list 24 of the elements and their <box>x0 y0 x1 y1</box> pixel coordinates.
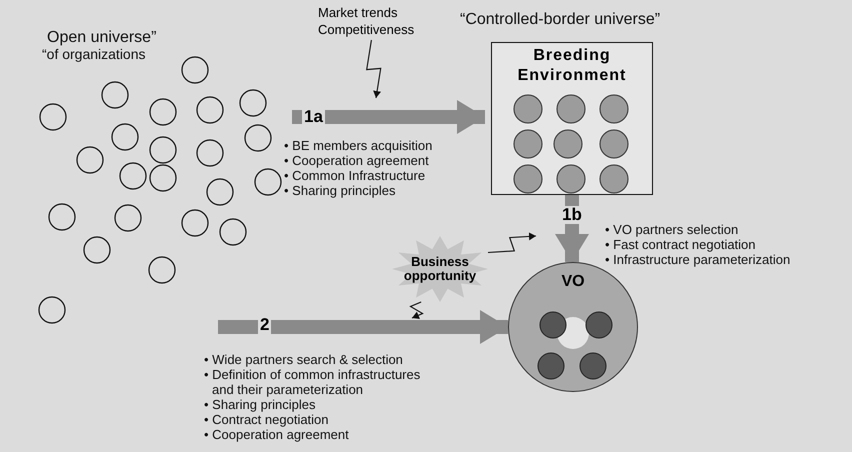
bullet-item: • Cooperation agreement <box>284 153 429 168</box>
bullet-item: • Definition of common infrastructures and their parameterization <box>204 367 422 397</box>
bullet-item: • Sharing principles <box>284 183 396 198</box>
bullet-item: • Fast contract negotiation <box>605 237 756 252</box>
node-title: Breeding Environment <box>516 46 628 86</box>
bullet-item: • Sharing principles <box>204 397 316 412</box>
edge-label: 2 <box>258 316 272 334</box>
node-title: VO <box>560 272 586 291</box>
region-heading: “of organizations <box>42 46 146 62</box>
bullet-item: • VO partners selection <box>605 222 738 237</box>
bullet-item: • Cooperation agreement <box>204 427 349 442</box>
group-box <box>491 42 653 195</box>
starburst-shape <box>392 236 488 302</box>
edge-label: 1a <box>302 108 325 126</box>
bullet-item: • Contract negotiation <box>204 412 329 427</box>
edge-label: 1b <box>560 206 584 224</box>
bullet-item: • Wide partners search & selection <box>204 352 403 367</box>
driver-text: Market trends Competitiveness <box>318 4 422 40</box>
bullet-item: • Common Infrastructure <box>284 168 426 183</box>
region-heading: “Controlled-border universe” <box>460 12 660 28</box>
node-title: Business opportunity <box>402 253 478 283</box>
region-heading: Open universe” <box>47 30 156 46</box>
bullet-item: • Infrastructure parameterization <box>605 252 790 267</box>
bullet-item: • BE members acquisition <box>284 138 432 153</box>
